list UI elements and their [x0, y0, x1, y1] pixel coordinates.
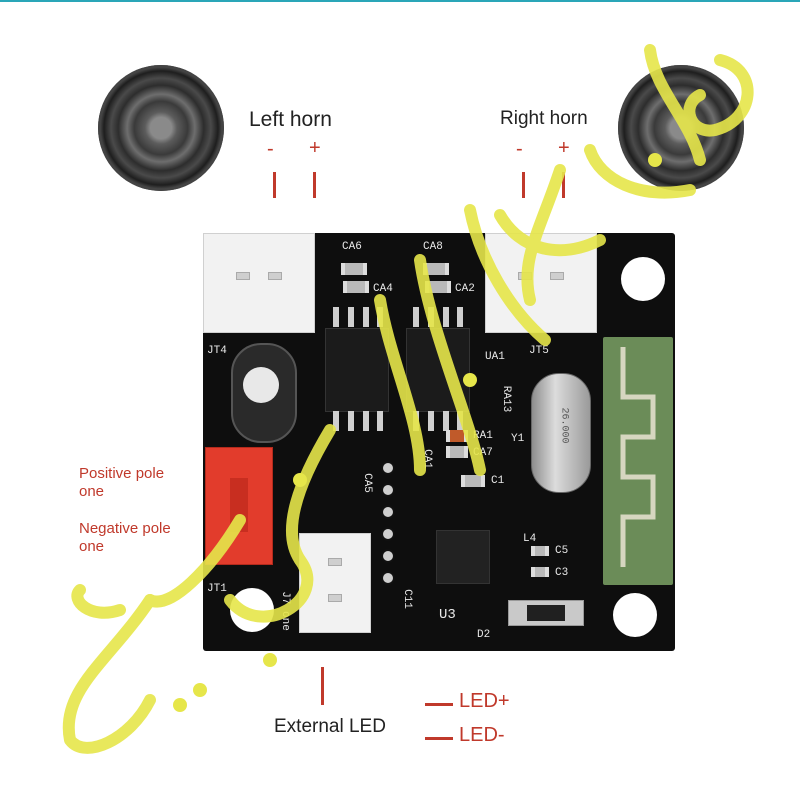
right-horn-minus-wire	[522, 172, 525, 198]
amplifier-chip-left	[325, 328, 389, 412]
capacitor-c3	[531, 567, 549, 577]
silk-jt4: JT4	[207, 345, 227, 357]
silk-jt5: JT5	[529, 345, 549, 357]
capacitor-ca6	[341, 263, 367, 275]
right-horn-label: Right horn	[500, 108, 588, 129]
external-led-label: External LED	[274, 716, 386, 737]
silk-ua1: UA1	[485, 351, 505, 363]
left-horn-plus: +	[309, 137, 321, 159]
silk-c1: C1	[491, 475, 505, 487]
left-speaker-connector	[203, 233, 315, 333]
led-minus-bar	[425, 737, 453, 740]
silk-ca6: CA6	[342, 241, 362, 253]
mounting-hole-bottom-right	[613, 593, 657, 637]
right-horn-plus: +	[558, 137, 570, 159]
capacitor-ca7	[446, 446, 468, 458]
diode-d2	[508, 600, 584, 626]
left-horn-minus: -	[267, 138, 274, 160]
right-horn-minus: -	[516, 138, 523, 160]
silk-y1: Y1	[511, 433, 525, 445]
silk-jt1: JT1	[207, 583, 227, 595]
capacitor-c5	[531, 546, 549, 556]
negative-pole-label: Negative pole one	[79, 520, 171, 555]
silk-c3: C3	[555, 567, 569, 579]
silk-c5: C5	[555, 545, 569, 557]
bluetooth-antenna	[603, 337, 673, 585]
mounting-hole-top-right	[621, 257, 665, 301]
positive-pole-label: Positive pole one	[79, 465, 165, 500]
crystal-oscillator: 26.000	[531, 373, 591, 493]
external-led-wire	[321, 667, 324, 705]
top-accent-line	[0, 0, 800, 2]
power-connector-red	[205, 447, 273, 565]
left-horn-plus-wire	[313, 172, 316, 198]
silk-ca2: CA2	[455, 283, 475, 295]
left-horn-minus-wire	[273, 172, 276, 198]
capacitor-c1	[461, 475, 485, 487]
led-plus-label: LED+	[459, 690, 510, 712]
left-horn-label: Left horn	[249, 108, 332, 131]
right-horn-plus-wire	[562, 172, 565, 198]
pcb-board: 26.000 CA6 CA8 CA4 CA2 JT4 JT5 UA1 RA13 …	[203, 233, 675, 651]
led-plus-bar	[425, 703, 453, 706]
bluetooth-chip-u3	[436, 530, 490, 584]
silk-l4: L4	[523, 533, 537, 545]
left-speaker-image	[98, 65, 224, 191]
led-minus-label: LED-	[459, 724, 505, 746]
silk-ca8: CA8	[423, 241, 443, 253]
silk-u3: U3	[439, 607, 456, 623]
capacitor-ca4	[343, 281, 369, 293]
silk-ca4: CA4	[373, 283, 393, 295]
electrolytic-capacitor	[231, 343, 297, 443]
silk-d2: D2	[477, 629, 491, 641]
